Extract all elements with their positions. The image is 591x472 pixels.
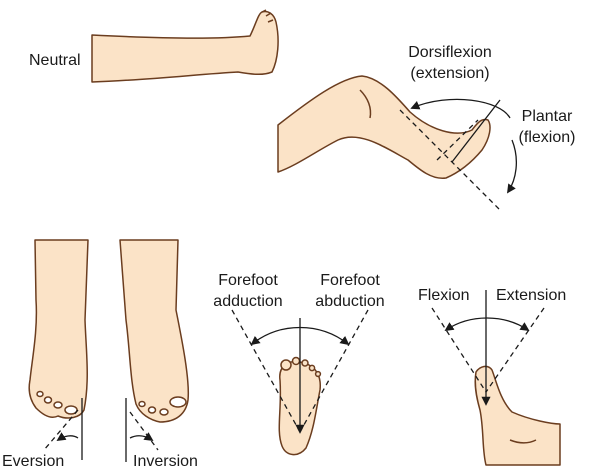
forefoot-angle-lines <box>231 309 369 434</box>
eversion-angle-lines <box>43 398 83 460</box>
dorsiflexion-angle-lines <box>399 98 518 211</box>
inversion-foot <box>119 239 190 423</box>
forefoot-adduction-label: Forefoot <box>218 272 278 289</box>
toe-foot <box>474 365 561 466</box>
plantar-sub-label: (flexion) <box>518 129 576 146</box>
inversion-angle-lines <box>125 398 159 462</box>
plantar-label: Plantar <box>521 108 573 125</box>
dorsiflexion-leg <box>277 75 491 179</box>
flexion-label: Flexion <box>418 287 470 304</box>
extension-label: Extension <box>496 287 567 304</box>
dorsiflexion-sub-label: (extension) <box>410 65 490 82</box>
forefoot-adduction-sub-label: adduction <box>213 293 283 310</box>
eversion-label: Eversion <box>2 453 65 470</box>
eversion-foot <box>28 239 89 419</box>
neutral-label: Neutral <box>29 52 81 69</box>
toe-angle-lines <box>431 290 545 406</box>
forefoot-abduction-label: Forefoot <box>320 272 380 289</box>
neutral-leg <box>91 9 279 83</box>
dorsiflexion-label: Dorsiflexion <box>408 44 492 61</box>
inversion-label: Inversion <box>133 453 198 470</box>
forefoot-abduction-sub-label: abduction <box>315 293 385 310</box>
